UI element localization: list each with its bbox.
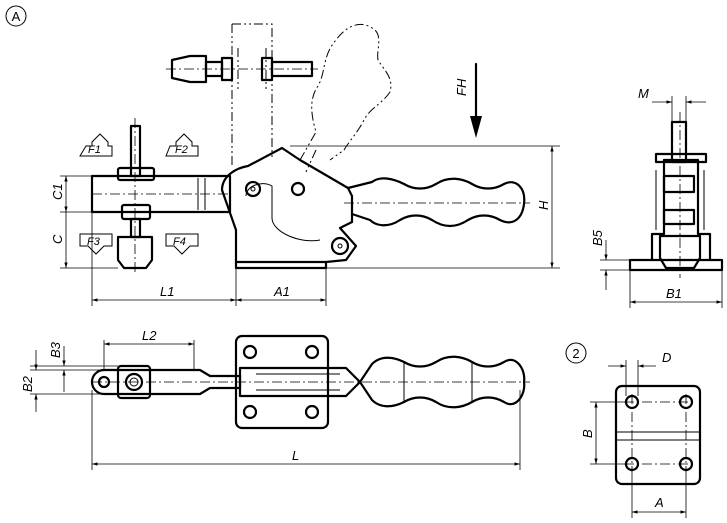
view-a-marker: A [5,5,27,27]
force-fh: FH [454,78,469,96]
side-view [90,23,530,275]
detail-dimensions: D B A [580,350,687,518]
base-plate [234,260,328,270]
view-2-label: 2 [572,346,579,361]
spindle-top [129,124,142,178]
dim-b: B [580,429,595,438]
spindle-foot [116,235,154,270]
dim-l2: L2 [142,328,157,343]
dim-l: L [292,448,299,463]
top-base-plate [234,334,330,430]
handle-released [299,24,392,161]
front-base [628,258,724,272]
view-a-label: A [12,9,21,24]
dim-d: D [662,350,671,365]
top-handle [358,355,526,409]
dim-b2: B2 [20,375,35,392]
front-view [628,112,724,278]
dim-h: H [536,200,551,210]
dim-b1: B1 [666,286,682,301]
dim-a1: A1 [273,284,290,299]
top-dimensions: L2 B3 B2 L [20,328,521,470]
spindle-released [170,54,208,84]
force-f3: F3 [87,236,101,248]
dim-c1: C1 [50,183,65,200]
dim-l1: L1 [160,284,174,299]
dim-a: A [654,495,664,510]
dim-c: C [50,234,65,244]
handle [346,177,526,228]
force-arrows: F1 F2 F3 F4 FH [79,62,482,255]
force-f2: F2 [175,144,188,156]
force-f4: F4 [173,236,186,248]
dim-b3: B3 [48,341,63,358]
hinge-body [220,146,358,264]
force-f1: F1 [88,144,101,156]
top-view [90,334,530,430]
view-2-marker: 2 [565,342,587,364]
side-dimensions: C1 C H L1 A1 [50,145,560,306]
dim-b5: B5 [590,229,605,246]
base-plate-detail [614,384,702,486]
front-dimensions: M B5 B1 [590,86,723,308]
dim-m: M [638,86,649,101]
